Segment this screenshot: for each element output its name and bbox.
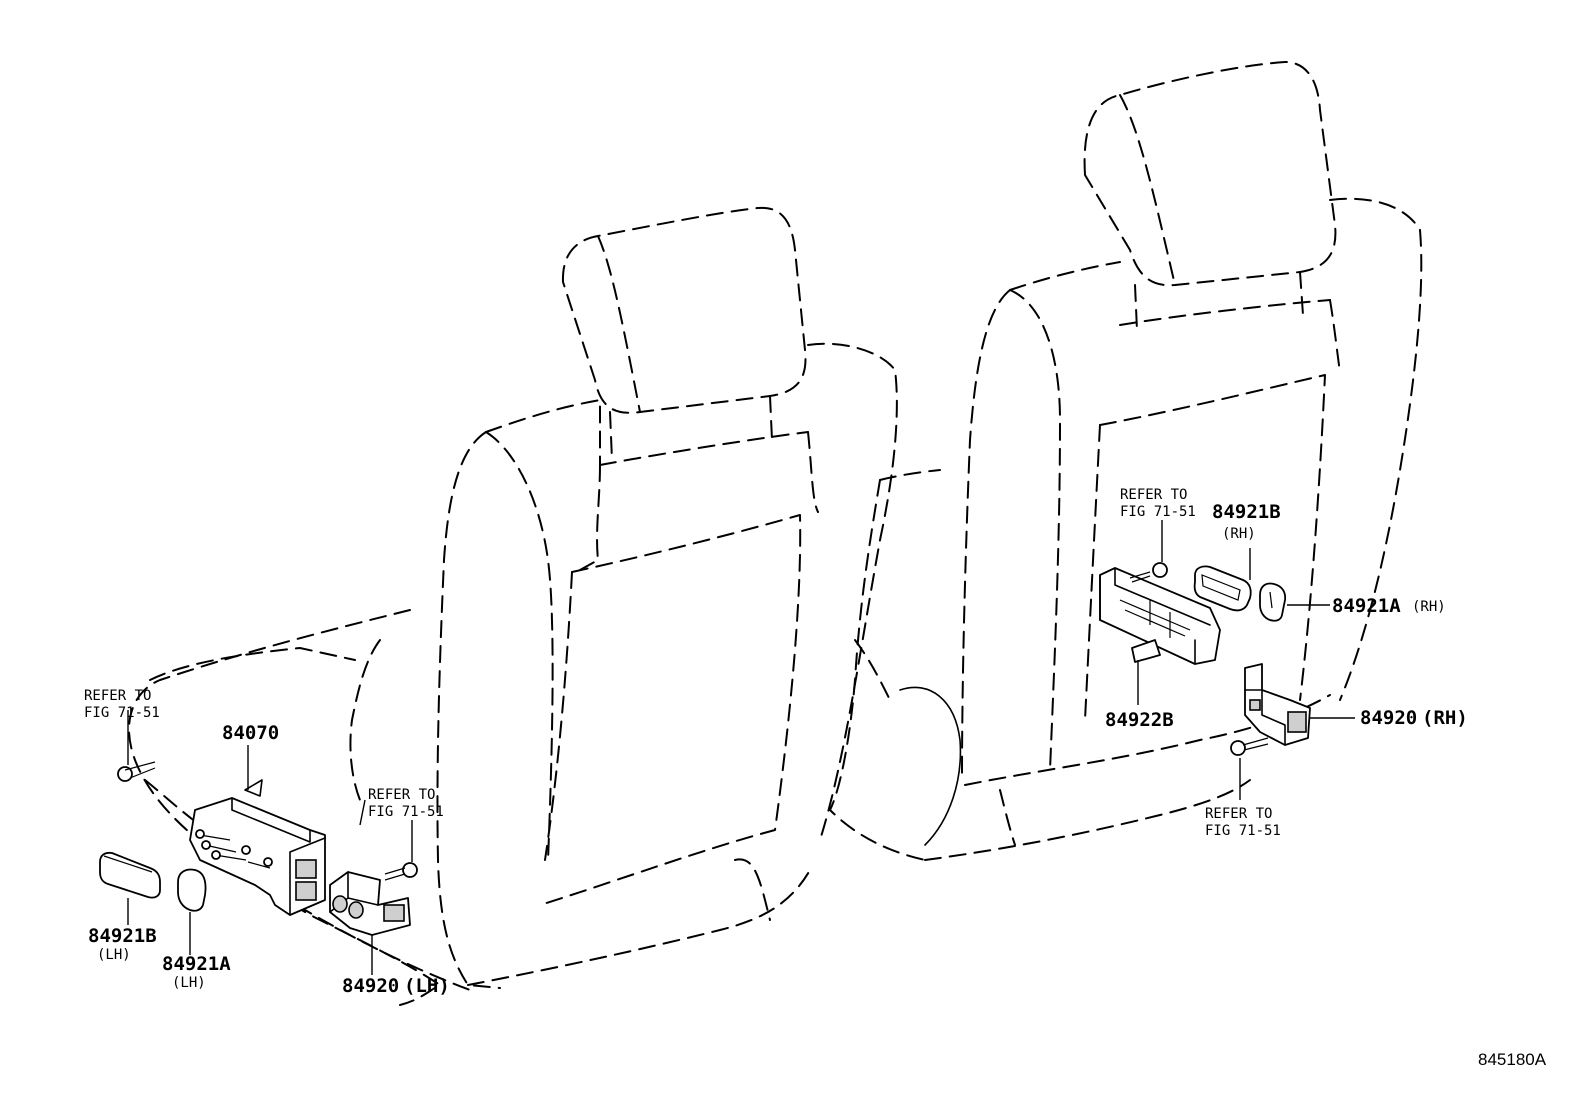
part-84921A-lh-knob [177,868,207,912]
label-84070: 84070 [222,722,279,744]
label-84921A-rh-side: (RH) [1412,599,1446,615]
fig-ref-label-left-2: FIG 71-51 [368,804,444,820]
screw-right-1 [1129,562,1168,583]
refer-to-label-right-2: REFER TO [1205,806,1272,822]
label-84921A-rh: 84921A [1332,595,1401,617]
refer-to-label-right-1: REFER TO [1120,487,1187,503]
fig-ref-label-right-2: FIG 71-51 [1205,823,1281,839]
label-84921B-lh-side: (LH) [97,947,131,963]
part-84920-lh-switch [329,871,411,936]
fig-ref-label-right-1: FIG 71-51 [1120,504,1196,520]
part-84921B-rh-knob [1193,565,1252,612]
part-84920-rh-switch [1244,663,1311,746]
label-84921A-lh-side: (LH) [172,975,206,991]
screw-left-1 [117,761,156,782]
screw-left-2 [384,862,418,881]
leaders-right [1137,520,1355,800]
label-84920-rh-side: (RH) [1422,707,1468,729]
part-84070-bracket [189,779,326,916]
part-84921A-rh-knob [1259,582,1287,622]
label-84920-rh: 84920 [1360,707,1417,729]
label-84921B-rh: 84921B [1212,501,1281,523]
label-84922B: 84922B [1105,709,1174,731]
refer-to-label-left-2: REFER TO [368,787,435,803]
left-seat-outline [128,206,898,1006]
leaders-left [127,710,413,975]
label-84921B-rh-side: (RH) [1222,526,1256,542]
part-84921B-lh-knob [99,851,161,899]
fig-ref-label-left-1: FIG 71-51 [84,705,160,721]
right-seat-outline [829,61,1423,861]
label-84920-lh: 84920 [342,975,399,997]
diagram-id: 845180A [1478,1050,1547,1069]
label-84920-lh-side: (LH) [404,975,450,997]
part-84922B-bracket [1099,567,1221,665]
label-84921A-lh: 84921A [162,953,231,975]
screw-right-2 [1230,737,1269,756]
label-84921B-lh: 84921B [88,925,157,947]
refer-to-label-left-1: REFER TO [84,688,151,704]
